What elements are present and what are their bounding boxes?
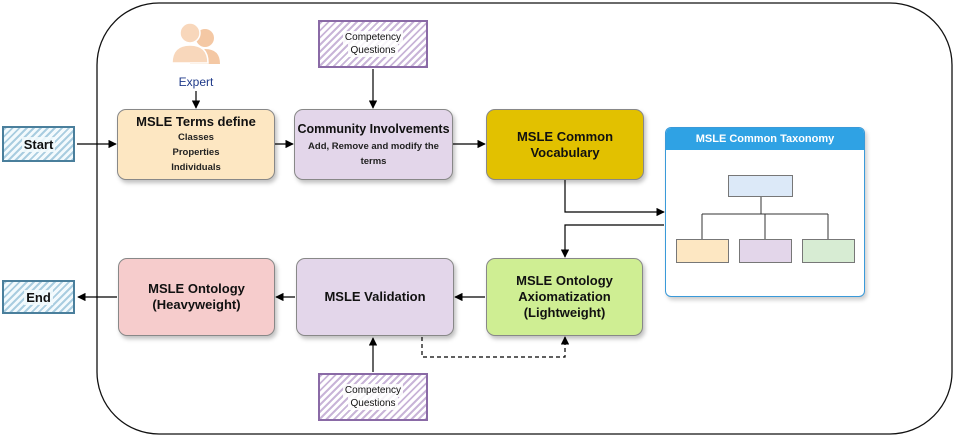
- terms-individuals: Individuals: [171, 162, 221, 173]
- expert-label: Expert: [165, 74, 227, 90]
- expert-text: Expert: [178, 75, 214, 89]
- taxonomy-root-box: [728, 175, 793, 197]
- taxonomy-leaf-green: [802, 239, 855, 263]
- expert-icon: [171, 22, 220, 64]
- start-node[interactable]: Start: [2, 126, 75, 162]
- ontology-axiomatization-node[interactable]: MSLE Ontology Axiomatization (Lightweigh…: [486, 258, 643, 336]
- cq-top-line-2: Questions: [348, 44, 398, 57]
- axiomatization-line-3: (Lightweight): [523, 305, 606, 320]
- vocabulary-line-1: MSLE Common: [516, 128, 614, 144]
- edge-vocabulary-taxonomy: [564, 180, 665, 217]
- terms-properties: Properties: [172, 147, 220, 158]
- cq-top-line-1: Competency: [342, 31, 404, 44]
- process-boundary: [96, 2, 953, 435]
- cq-bottom-line-1: Competency: [342, 384, 404, 397]
- competency-questions-top[interactable]: Competency Questions: [318, 20, 428, 68]
- taxonomy-tree: [701, 197, 829, 239]
- axiomatization-line-1: MSLE Ontology: [516, 273, 613, 288]
- terms-define-node[interactable]: MSLE Terms define Classes Properties Ind…: [117, 109, 275, 180]
- ontology-heavyweight-node[interactable]: MSLE Ontology (Heavyweight): [118, 258, 275, 336]
- common-taxonomy-panel[interactable]: MSLE Common Taxonomy: [665, 127, 865, 297]
- terms-title: MSLE Terms define: [136, 114, 256, 129]
- taxonomy-leaf-orange: [676, 239, 729, 263]
- common-vocabulary-node[interactable]: MSLE Common Vocabulary: [486, 109, 644, 180]
- validation-title: MSLE Validation: [324, 289, 426, 304]
- end-node[interactable]: End: [2, 280, 75, 314]
- community-title: Community Involvements: [297, 121, 450, 136]
- cq-bottom-line-2: Questions: [348, 397, 398, 410]
- taxonomy-leaf-purple: [739, 239, 792, 263]
- competency-questions-bottom[interactable]: Competency Questions: [318, 373, 428, 421]
- edge-validation-axiomatization-dashed: [421, 336, 570, 358]
- vocabulary-line-2: Vocabulary: [530, 144, 600, 160]
- heavyweight-line-1: MSLE Ontology: [148, 281, 245, 296]
- end-label: End: [24, 289, 53, 305]
- community-line-1: Add, Remove and modify the: [308, 140, 439, 152]
- start-label: Start: [21, 136, 56, 152]
- community-line-2: terms: [360, 155, 387, 167]
- community-involvements-node[interactable]: Community Involvements Add, Remove and m…: [294, 109, 453, 180]
- heavyweight-line-2: (Heavyweight): [152, 297, 241, 312]
- validation-node[interactable]: MSLE Validation: [296, 258, 454, 336]
- terms-classes: Classes: [178, 132, 214, 143]
- taxonomy-title: MSLE Common Taxonomy: [666, 128, 864, 150]
- edge-taxonomy-axiomatization: [560, 224, 664, 258]
- axiomatization-line-2: Axiomatization: [518, 289, 611, 304]
